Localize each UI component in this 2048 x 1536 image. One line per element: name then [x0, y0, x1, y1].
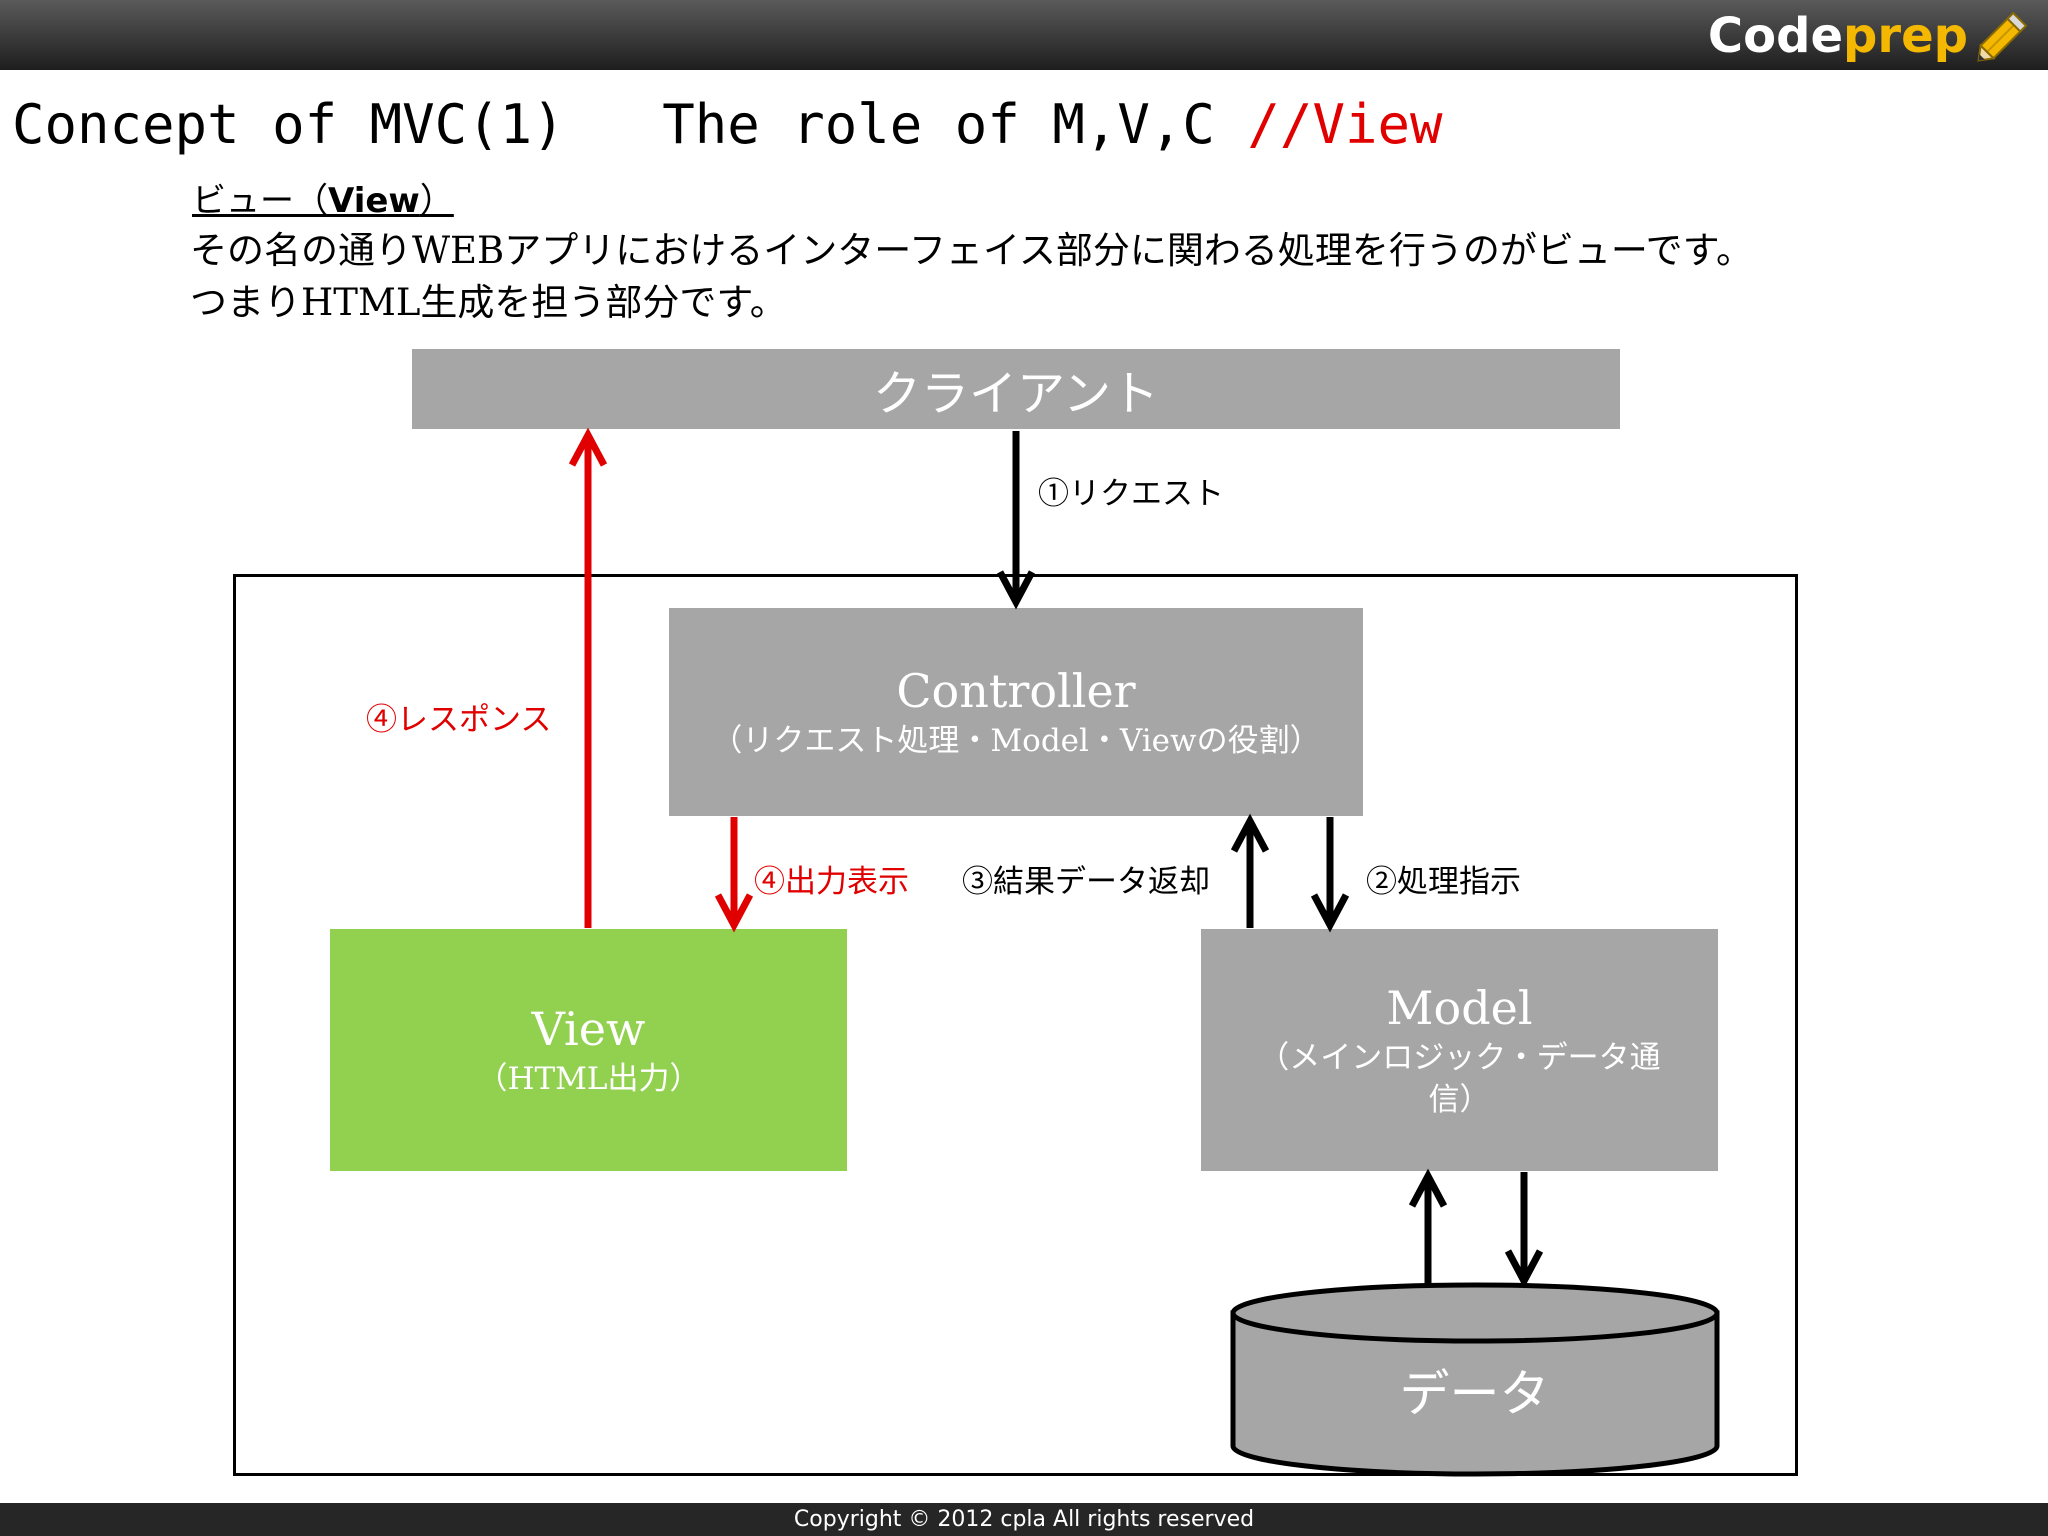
description-line-2: つまりHTML生成を担う部分です。 — [190, 281, 787, 324]
instruction-arrow — [1310, 817, 1350, 933]
top-bar: Codeprep — [0, 0, 2048, 70]
output-arrow — [714, 817, 754, 933]
logo-text-prep: prep — [1843, 8, 1968, 64]
model-to-data-arrow — [1504, 1172, 1544, 1289]
request-arrow — [996, 431, 1036, 610]
instruction-label: ②処理指示 — [1366, 864, 1521, 900]
controller-subtitle: （リクエスト処理・Model・Viewの役割） — [711, 723, 1321, 759]
pencil-icon — [1977, 11, 2028, 62]
output-label: ④出力表示 — [754, 864, 909, 900]
codeprep-logo: Codeprep — [1708, 6, 1968, 66]
response-label: ④レスポンス — [366, 702, 552, 738]
data-label: データ — [1399, 1365, 1550, 1423]
controller-box: Controller （リクエスト処理・Model・Viewの役割） — [669, 608, 1363, 816]
heading-en: View — [328, 181, 420, 221]
footer-copyright: Copyright © 2012 cpla All rights reserve… — [0, 1503, 2048, 1536]
description-line-1: その名の通りWEBアプリにおけるインターフェイス部分に関わる処理を行うのがビュー… — [190, 229, 1753, 272]
client-box: クライアント — [412, 349, 1620, 429]
model-subtitle: （メインロジック・データ通信） — [1258, 1040, 1661, 1118]
heading-end: ） — [419, 181, 454, 221]
view-title: View — [531, 1002, 646, 1056]
result-label: ③結果データ返却 — [962, 864, 1210, 900]
result-arrow — [1230, 813, 1270, 928]
database-cylinder — [1230, 1282, 1720, 1477]
logo-text-code: Code — [1707, 8, 1844, 64]
data-to-model-arrow — [1408, 1168, 1448, 1284]
heading-jp: ビュー（ — [192, 181, 328, 221]
model-box: Model （メインロジック・データ通信） — [1201, 929, 1718, 1171]
section-heading: ビュー（View） — [192, 178, 484, 224]
title-accent: //View — [1247, 93, 1443, 156]
description: その名の通りWEBアプリにおけるインターフェイス部分に関わる処理を行うのがビュー… — [190, 225, 1870, 329]
view-box: View （HTML出力） — [330, 929, 847, 1171]
title-main: Concept of MVC(1) The role of M,V,C — [12, 93, 1248, 156]
model-title: Model — [1386, 981, 1533, 1035]
controller-title: Controller — [896, 664, 1136, 718]
response-arrow — [568, 427, 608, 928]
slide-title: Concept of MVC(1) The role of M,V,C //Vi… — [12, 90, 1443, 160]
request-label: ①リクエスト — [1038, 476, 1224, 512]
view-subtitle: （HTML出力） — [476, 1061, 701, 1097]
